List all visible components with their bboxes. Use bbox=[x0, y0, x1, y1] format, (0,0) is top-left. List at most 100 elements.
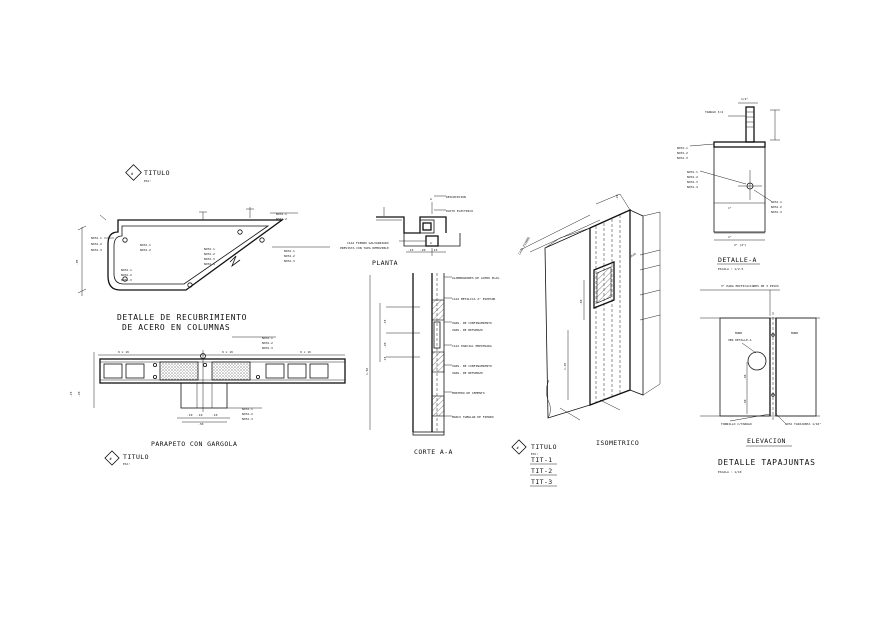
columnas-notes-mid: NOTA-1 NOTA-2 bbox=[140, 243, 151, 252]
tapajuntas-detail: 3" PARA EDIFICACIONES DE 3 PISOS MURO MU… bbox=[700, 284, 821, 474]
svg-text:ALAMBRADORES DE ACERO PLAS.: ALAMBRADORES DE ACERO PLAS. bbox=[452, 276, 501, 280]
detalle-a-notes-left: NOTA-1 NOTA-2 NOTA-3 NOTA-4 bbox=[687, 170, 747, 189]
escala-label-3: ESC: bbox=[531, 452, 538, 456]
svg-text:NOTA-1: NOTA-1 bbox=[121, 268, 132, 272]
svg-text:NOTA-2: NOTA-2 bbox=[771, 205, 782, 209]
svg-text:CAJA METALICA 2" ESPESOR: CAJA METALICA 2" ESPESOR bbox=[452, 297, 496, 301]
parapeto-notes: NOTA-1 NOTA-2 NOTA-3 bbox=[232, 336, 276, 350]
isometrico-title: ISOMETRICO bbox=[596, 439, 639, 447]
svg-text:NOTA-1: NOTA-1 bbox=[91, 236, 102, 240]
svg-text:#: # bbox=[110, 457, 113, 461]
svg-text:1/2": 1/2" bbox=[741, 97, 748, 101]
detalle-a-notes-top: NOTA-1 NOTA-2 NOTA-3 bbox=[677, 143, 715, 160]
svg-text:NOTA-4: NOTA-4 bbox=[687, 185, 698, 189]
svg-text:NOTA-3: NOTA-3 bbox=[677, 156, 688, 160]
svg-text:NOTA-3: NOTA-3 bbox=[204, 257, 215, 261]
svg-text:.10: .10 bbox=[197, 413, 203, 417]
titulo-marker-2: # TITULO ESC: bbox=[104, 450, 148, 466]
svg-text:MORTERO DE CEMENTO: MORTERO DE CEMENTO bbox=[452, 391, 485, 395]
columnas-notes-right: NOTA-1 NOTA-2 NOTA-3 NOTA-4 bbox=[204, 247, 215, 266]
svg-text:.20: .20 bbox=[420, 248, 426, 252]
tapajuntas-title: DETALLE TAPAJUNTAS bbox=[718, 458, 816, 467]
svg-text:NOTA-2: NOTA-2 bbox=[204, 252, 215, 256]
columnas-title-line1: DETALLE DE RECUBRIMIENTO bbox=[117, 313, 247, 322]
detalle-a-notes-right: NOTA-1 NOTA-2 NOTA-3 bbox=[753, 189, 782, 214]
svg-text:NOTA-1: NOTA-1 bbox=[687, 170, 698, 174]
svg-text:NOTA-1: NOTA-1 bbox=[140, 243, 151, 247]
svg-text:NOTA-3: NOTA-3 bbox=[284, 259, 295, 263]
svg-text:.15: .15 bbox=[69, 391, 73, 397]
svg-text:NOTA-1: NOTA-1 bbox=[276, 212, 287, 216]
svg-text:.10: .10 bbox=[187, 413, 193, 417]
svg-text:TIT-3: TIT-3 bbox=[531, 478, 553, 486]
svg-text:NOTA-3: NOTA-3 bbox=[771, 210, 782, 214]
svg-text:NOTA-1: NOTA-1 bbox=[204, 247, 215, 251]
svg-text:NOTA-2: NOTA-2 bbox=[276, 217, 287, 221]
svg-text:NOTA-2: NOTA-2 bbox=[91, 242, 102, 246]
tapajuntas-muro-right: MURO bbox=[791, 331, 798, 335]
titulo-marker-1: # TITULO ESC: bbox=[125, 164, 170, 183]
svg-text:NOTA-1: NOTA-1 bbox=[284, 249, 295, 253]
corte-detail: .15 .20 .15 1.50 ALAMBRADORES DE ACERO P… bbox=[365, 273, 501, 456]
svg-text:A: A bbox=[430, 241, 432, 245]
svg-text:1": 1" bbox=[728, 235, 732, 239]
tapajuntas-note-top: 3" PARA EDIFICACIONES DE 3 PISOS bbox=[721, 284, 779, 288]
svg-text:VARS. DE REFUERZO: VARS. DE REFUERZO bbox=[452, 371, 483, 375]
planta-note-bottom: CAJA FIERRO GALVANIZADO bbox=[347, 241, 389, 245]
planta-detail: A A DESCRIPCION DUCTO ELECTRICO CAJA FIE… bbox=[340, 195, 473, 267]
isometrico-detail: .60 1.20 .20 CAJA FIERRO CAJA ISOMETRICO… bbox=[511, 193, 661, 487]
svg-text:#: # bbox=[517, 446, 520, 450]
svg-text:VARS. DE REFUERZO: VARS. DE REFUERZO bbox=[452, 328, 483, 332]
columnas-notes-inner: NOTA-1 NOTA-2 NOTA-3 bbox=[121, 268, 132, 282]
tapajuntas-escala: ESCALA : 1/10 bbox=[718, 470, 742, 474]
svg-text:.15: .15 bbox=[408, 248, 414, 252]
svg-text:2" (4"): 2" (4") bbox=[734, 243, 747, 247]
parapeto-title: PARAPETO CON GARGOLA bbox=[151, 440, 237, 448]
detalle-a: 1/2" TARUGO 3/4 NOTA-1 NOTA-2 NOTA-3 NOT… bbox=[677, 97, 782, 271]
titulo-label-1: TITULO bbox=[144, 169, 170, 177]
svg-text:NOTA-3: NOTA-3 bbox=[262, 346, 273, 350]
svg-text:.15: .15 bbox=[383, 356, 387, 362]
svg-text:.20: .20 bbox=[615, 194, 619, 200]
svg-text:NOTA-1: NOTA-1 bbox=[262, 336, 273, 340]
svg-text:.60: .60 bbox=[579, 299, 583, 305]
svg-text:NOTA-4: NOTA-4 bbox=[204, 262, 215, 266]
svg-text:9 x 19: 9 x 19 bbox=[118, 350, 129, 354]
svg-text:TIT-2: TIT-2 bbox=[531, 467, 553, 475]
columnas-detail: # TITULO ESC: .05 NOTA-1 NOTA-2 NOTA-3 bbox=[75, 164, 330, 332]
svg-text:NOTA-3: NOTA-3 bbox=[121, 278, 132, 282]
escala-label-2: ESC: bbox=[123, 462, 130, 466]
svg-text:VARS. DE CONFINAMIENTO: VARS. DE CONFINAMIENTO bbox=[452, 364, 492, 368]
svg-text:#: # bbox=[131, 172, 134, 176]
svg-text:.30: .30 bbox=[743, 399, 747, 405]
tapajuntas-elevacion: ELEVACION bbox=[747, 437, 786, 445]
svg-text:.15: .15 bbox=[432, 248, 438, 252]
columnas-notes-left: NOTA-1 NOTA-2 NOTA-3 bbox=[91, 236, 114, 252]
corte-title: CORTE A-A bbox=[414, 448, 453, 456]
svg-text:NOTA-2: NOTA-2 bbox=[687, 175, 698, 179]
detalle-a-escala: ESCALA : 1/2.5 bbox=[718, 267, 743, 271]
svg-text:VARS. DE CONFINAMIENTO: VARS. DE CONFINAMIENTO bbox=[452, 321, 492, 325]
detalle-a-tornillo: TARUGO 3/4 bbox=[705, 110, 723, 114]
parapeto-dim-total: .30 bbox=[198, 422, 204, 426]
svg-text:NOTA-2: NOTA-2 bbox=[242, 412, 253, 416]
planta-title: PLANTA bbox=[372, 259, 398, 267]
svg-text:.15: .15 bbox=[383, 319, 387, 325]
svg-text:9 x 19: 9 x 19 bbox=[300, 350, 311, 354]
tapajuntas-nota-bottom: NOTA TAPAJUNTA 1/16" bbox=[785, 422, 821, 426]
columnas-notes-outside: NOTA-1 NOTA-2 NOTA-3 bbox=[272, 246, 330, 263]
detalle-a-title: DETALLE-A bbox=[718, 256, 757, 264]
svg-text:1": 1" bbox=[728, 206, 732, 210]
svg-text:1.20: 1.20 bbox=[563, 363, 567, 370]
svg-text:NOTA-2: NOTA-2 bbox=[140, 248, 151, 252]
tapajuntas-ver-detalle: VER DETALLE-A bbox=[728, 338, 752, 342]
tapajuntas-muro-left: MURO bbox=[735, 331, 742, 335]
svg-text:NOTA-1: NOTA-1 bbox=[242, 407, 253, 411]
columnas-dim-side: .05 bbox=[75, 259, 79, 265]
columnas-notes-top-right: NOTA-1 NOTA-2 bbox=[270, 212, 298, 221]
parapeto-notes-low: NOTA-1 NOTA-2 NOTA-3 bbox=[226, 407, 262, 421]
columnas-title-line2: DE ACERO EN COLUMNAS bbox=[122, 323, 230, 332]
svg-text:NOTA-2: NOTA-2 bbox=[262, 341, 273, 345]
titulo-marker-3: # TITULO ESC: bbox=[511, 439, 556, 456]
